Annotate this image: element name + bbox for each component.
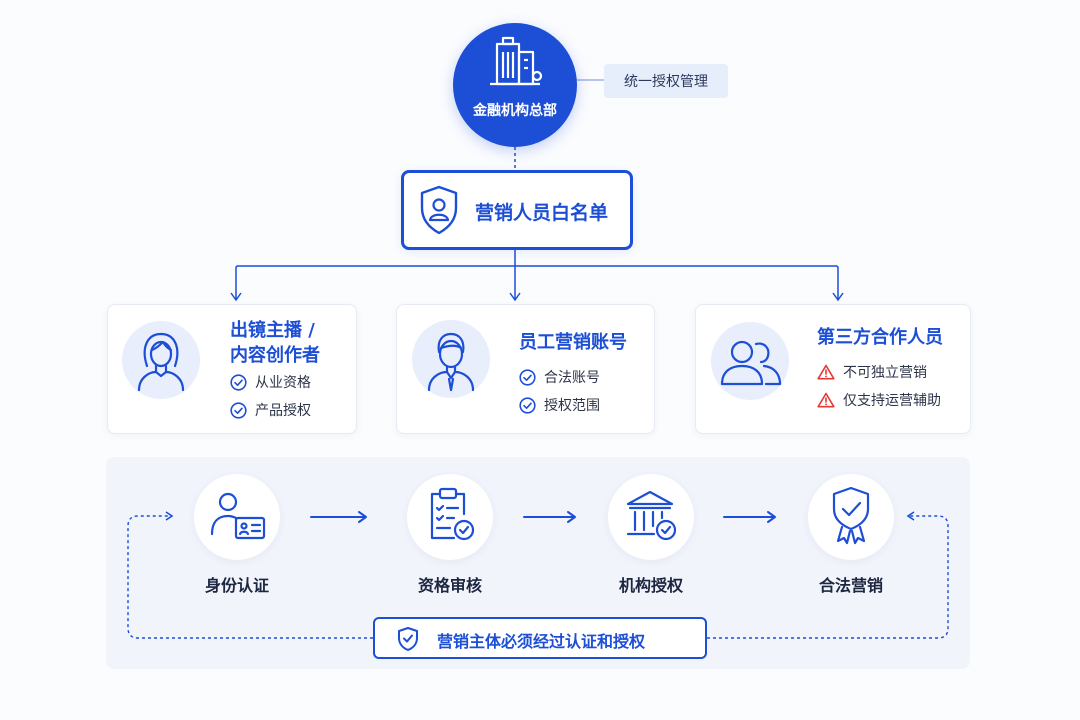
role-title-anchor-line2: 内容创作者 — [230, 345, 320, 366]
shield-user-icon — [420, 185, 458, 235]
role-feature-label: 从业资格 — [255, 375, 311, 391]
shield-check-icon — [398, 627, 418, 651]
group-people-icon — [720, 340, 782, 386]
institution-check-icon — [626, 490, 677, 541]
male-employee-icon — [427, 332, 475, 392]
role-title-third-party: 第三方合作人员 — [817, 327, 943, 348]
step-label: 身份认证 — [204, 576, 269, 595]
arrowhead — [509, 292, 521, 302]
role-feature-label: 产品授权 — [255, 403, 311, 419]
arrowhead — [906, 511, 915, 521]
role-feature-label: 合法账号 — [544, 370, 600, 386]
loop-right-dashed — [707, 515, 949, 639]
hq-label: 金融机构总部 — [473, 103, 557, 119]
check-circle-icon — [230, 373, 247, 391]
check-circle-icon — [230, 401, 247, 419]
female-avatar-icon — [137, 332, 185, 392]
role-feature: 仅支持运营辅助 — [817, 389, 941, 411]
check-circle-icon — [519, 368, 536, 386]
role-feature-label: 授权范围 — [544, 398, 600, 414]
warning-triangle-icon — [817, 392, 835, 408]
step-authorization — [608, 474, 694, 560]
bank-building-icon — [490, 36, 543, 86]
role-feature: 不可独立营销 — [817, 361, 927, 383]
rule-box — [373, 617, 707, 659]
role-feature: 授权范围 — [519, 394, 600, 416]
role-title-employee: 员工营销账号 — [519, 332, 627, 353]
arrowhead — [230, 292, 242, 302]
arrowhead — [358, 511, 367, 523]
arrowhead — [767, 511, 776, 523]
whitelist-branch-connector — [235, 250, 839, 300]
warning-triangle-icon — [817, 364, 835, 380]
badge-check-icon — [832, 486, 870, 545]
role-title-anchor-line1: 出镜主播 / — [230, 320, 315, 341]
arrowhead — [165, 511, 174, 521]
loop-left-dashed — [127, 515, 373, 639]
arrowhead — [567, 511, 576, 523]
clipboard-check-icon — [430, 487, 475, 541]
role-feature-label: 不可独立营销 — [843, 365, 927, 381]
step-label: 资格审核 — [417, 576, 482, 595]
role-feature: 合法账号 — [519, 366, 600, 388]
whitelist-label: 营销人员白名单 — [475, 202, 609, 224]
avatar — [711, 322, 789, 400]
step-label: 合法营销 — [818, 576, 883, 595]
arrowhead — [832, 292, 844, 302]
role-feature-label: 仅支持运营辅助 — [843, 393, 941, 409]
rule-label: 营销主体必须经过认证和授权 — [437, 632, 646, 651]
role-feature: 产品授权 — [230, 399, 311, 421]
role-feature: 从业资格 — [230, 371, 311, 393]
management-tag: 统一授权管理 — [604, 64, 728, 98]
check-circle-icon — [519, 396, 536, 414]
step-label: 机构授权 — [618, 576, 683, 595]
id-card-icon — [210, 492, 266, 540]
